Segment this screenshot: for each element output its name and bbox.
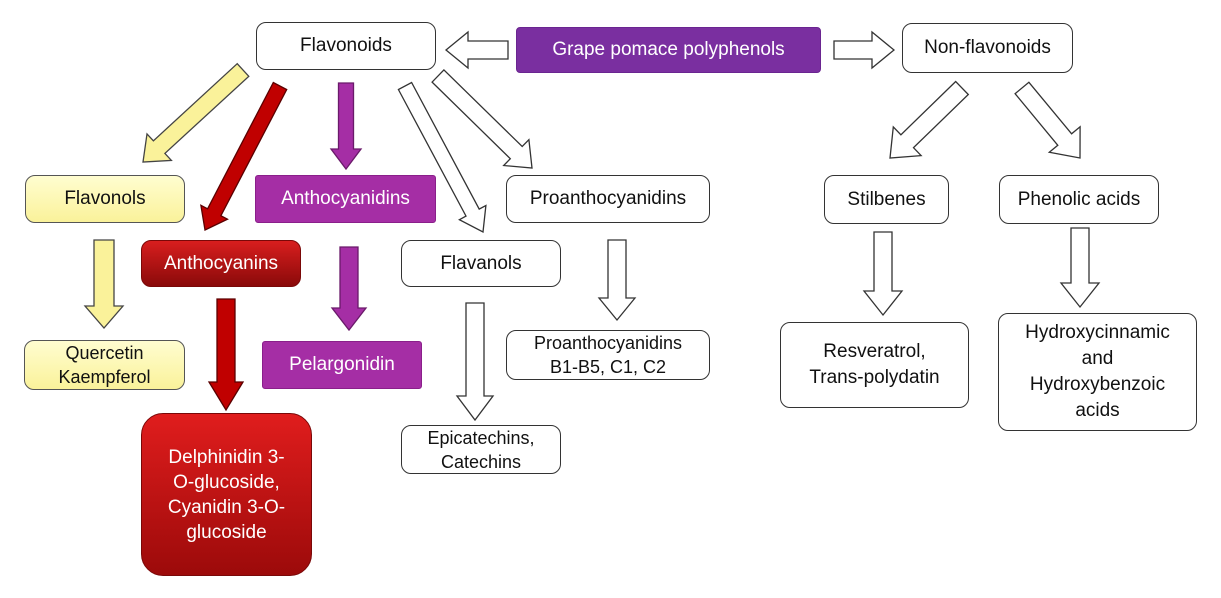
arrow-to-resveratrol xyxy=(862,231,904,317)
arrow-to-proanthocyanidins xyxy=(431,68,533,169)
delphinidin-cyanidin-box: Delphinidin 3- O-glucoside, Cyanidin 3-O… xyxy=(141,413,312,576)
arrow-to-phenolic-acids xyxy=(1014,81,1081,159)
arrow-to-anthocyanins xyxy=(200,81,288,231)
arrow-to-delphinidin xyxy=(207,298,245,412)
non-flavonoids-box: Non-flavonoids xyxy=(902,23,1073,73)
flavonols-box: Flavonols xyxy=(25,175,185,223)
proanthocyanidins-box: Proanthocyanidins xyxy=(506,175,710,223)
anthocyanins-box: Anthocyanins xyxy=(141,240,301,287)
arrow-to-proanthocyanidins-b xyxy=(597,239,637,322)
arrow-to-flavanols xyxy=(397,81,487,234)
quercetin-kaempferol-box: Quercetin Kaempferol xyxy=(24,340,185,390)
hydroxy-acids-box: Hydroxycinnamic and Hydroxybenzoic acids xyxy=(998,313,1197,431)
arrow-to-quercetin xyxy=(83,239,125,329)
phenolic-acids-box: Phenolic acids xyxy=(999,175,1159,224)
flavanols-box: Flavanols xyxy=(401,240,561,287)
proanthocyanidins-b1-c2-box: Proanthocyanidins B1-B5, C1, C2 xyxy=(506,330,710,380)
arrow-to-flavonols xyxy=(142,62,250,163)
arrow-to-non-flavonoids xyxy=(833,30,896,70)
stilbenes-box: Stilbenes xyxy=(824,175,949,224)
pelargonidin-box: Pelargonidin xyxy=(262,341,422,389)
grape-pomace-polyphenols-box: Grape pomace polyphenols xyxy=(516,27,821,73)
resveratrol-box: Resveratrol, Trans-polydatin xyxy=(780,322,969,408)
arrow-to-hydroxy-acids xyxy=(1059,227,1101,309)
arrow-to-pelargonidin xyxy=(330,246,368,332)
arrow-to-epicatechins xyxy=(455,302,495,422)
anthocyanidins-box: Anthocyanidins xyxy=(255,175,436,223)
epicatechins-catechins-box: Epicatechins, Catechins xyxy=(401,425,561,474)
flavonoids-box: Flavonoids xyxy=(256,22,436,70)
arrow-to-stilbenes xyxy=(889,80,970,159)
arrow-to-anthocyanidins xyxy=(329,82,363,171)
arrow-to-flavonoids xyxy=(444,30,509,70)
